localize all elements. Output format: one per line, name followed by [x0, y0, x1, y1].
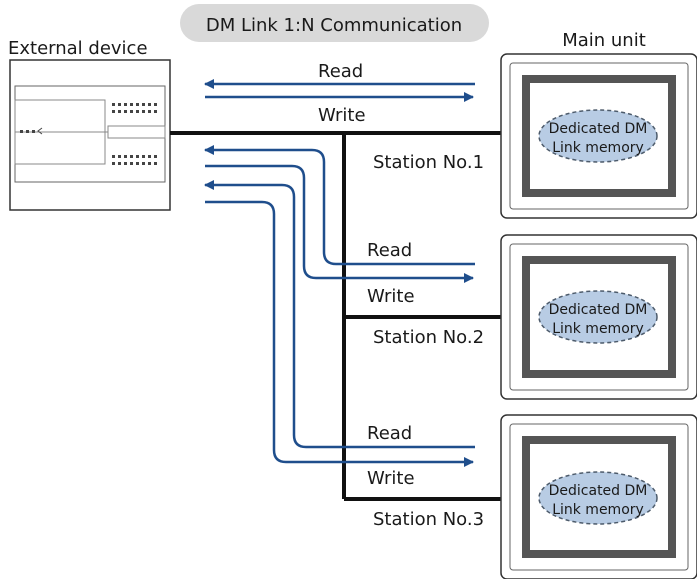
memory-label-2-station-3: Link memory: [552, 502, 644, 518]
memory-label-2-station-1: Link memory: [552, 140, 644, 156]
read-label-station-2: Read: [367, 240, 412, 261]
main-unit-station-1: Dedicated DM Link memory: [500, 53, 697, 219]
read-arrow-station-3: [204, 180, 475, 449]
title-badge: DM Link 1:N Communication: [180, 4, 489, 42]
station-label-3: Station No.3: [373, 509, 484, 530]
diagram-title: DM Link 1:N Communication: [206, 15, 462, 36]
main-unit-station-2: Dedicated DM Link memory: [500, 234, 697, 400]
memory-label-2-station-2: Link memory: [552, 321, 644, 337]
memory-area-station-2: [538, 290, 658, 344]
external-device-icon: [9, 59, 171, 211]
memory-label-1-station-2: Dedicated DM: [549, 302, 648, 318]
write-arrow-station-2: [205, 164, 474, 283]
main-unit-label: Main unit: [562, 30, 646, 51]
external-device-label: External device: [8, 38, 148, 59]
write-label-station-3: Write: [367, 468, 415, 489]
station-label-2: Station No.2: [373, 327, 484, 348]
read-label-station-1: Read: [318, 61, 363, 82]
station-label-1: Station No.1: [373, 152, 484, 173]
memory-area-station-3: [538, 471, 658, 525]
main-unit-station-3: Dedicated DM Link memory: [500, 414, 697, 579]
write-label-station-2: Write: [367, 286, 415, 307]
communication-bus: [170, 131, 505, 501]
write-arrow-station-3: [205, 200, 474, 467]
read-arrow-station-2: [204, 145, 475, 266]
read-label-station-3: Read: [367, 423, 412, 444]
write-label-station-1: Write: [318, 105, 366, 126]
memory-label-1-station-3: Dedicated DM: [549, 483, 648, 499]
memory-area-station-1: [538, 109, 658, 163]
memory-label-1-station-1: Dedicated DM: [549, 121, 648, 137]
